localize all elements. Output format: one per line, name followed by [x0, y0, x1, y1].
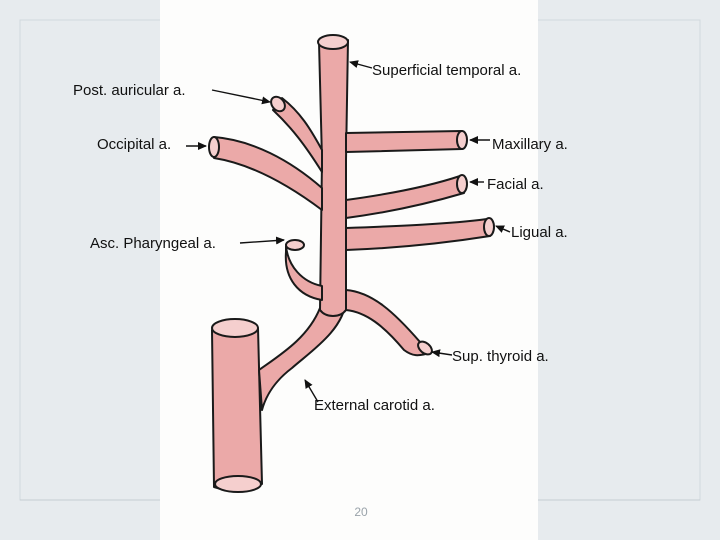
superior-thyroid-artery [345, 289, 433, 357]
pointer-post-auricular [211, 89, 271, 105]
occipital-artery [213, 136, 323, 211]
ascending-pharyngeal-artery [284, 245, 323, 301]
label-post-auricular: Post. auricular a. [73, 82, 186, 99]
common-carotid-artery [211, 327, 263, 492]
pointer-external-carotid [304, 379, 319, 403]
pointer-asc-pharyngeal [239, 236, 285, 245]
maxillary-artery [345, 130, 463, 153]
posterior-auricular-end [270, 95, 286, 113]
pointer-lingual [495, 225, 511, 233]
ascending-pharyngeal-end [285, 239, 305, 251]
facial-artery [345, 175, 465, 219]
lingual-end [483, 217, 495, 237]
external-carotid-curve [258, 299, 347, 411]
vessel-tree [208, 34, 495, 493]
external-carotid-artery [318, 39, 349, 317]
common-carotid-bottom-end [214, 475, 262, 493]
facial-end [456, 174, 468, 194]
label-external-carotid: External carotid a. [314, 397, 435, 414]
pointer-sup-thyroid [431, 349, 453, 358]
occipital-end [208, 136, 220, 158]
label-maxillary: Maxillary a. [492, 136, 568, 153]
posterior-auricular-artery [272, 97, 323, 173]
label-occipital: Occipital a. [97, 136, 171, 153]
label-superficial-temporal: Superficial temporal a. [372, 62, 521, 79]
pointer-lines [186, 60, 511, 403]
lingual-artery [345, 218, 491, 251]
page-number: 20 [354, 505, 368, 519]
common-carotid-top-end [211, 318, 259, 338]
label-asc-pharyngeal: Asc. Pharyngeal a. [90, 235, 216, 252]
label-facial: Facial a. [487, 176, 544, 193]
pointer-superficial-temporal [349, 60, 373, 69]
label-lingual: Ligual a. [511, 224, 568, 241]
maxillary-end [456, 130, 468, 150]
superficial-temporal-artery-end [317, 34, 349, 50]
label-sup-thyroid: Sup. thyroid a. [452, 348, 549, 365]
